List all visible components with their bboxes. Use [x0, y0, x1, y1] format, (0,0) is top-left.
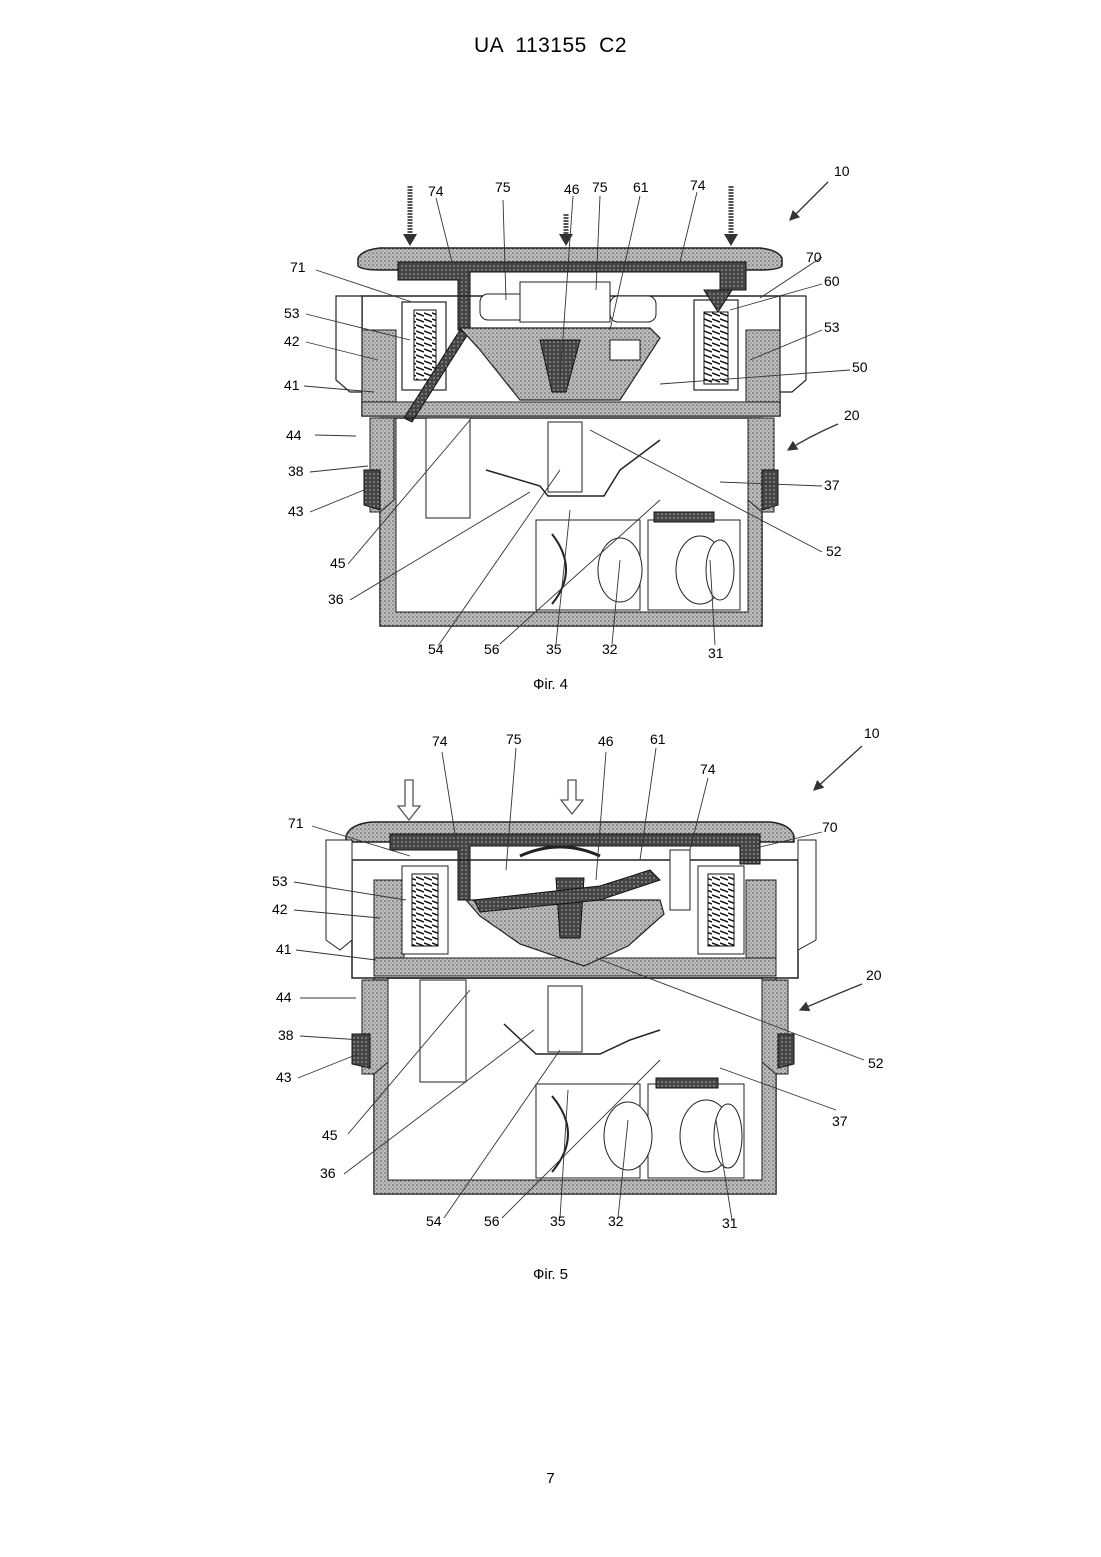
ref-52: 52 — [826, 543, 842, 559]
ref-31: 31 — [722, 1215, 738, 1231]
ref-52: 52 — [868, 1055, 884, 1071]
ref-71: 71 — [288, 815, 304, 831]
ref-41: 41 — [284, 377, 300, 393]
ref-61: 61 — [650, 731, 666, 747]
figure-5-caption: Фіг. 5 — [0, 1266, 1101, 1283]
ref-35: 35 — [546, 641, 562, 657]
ref-35: 35 — [550, 1213, 566, 1229]
figure-4: 10 74 75 46 75 61 74 71 70 60 53 53 42 5… — [0, 150, 1101, 670]
ref-61: 61 — [633, 179, 649, 195]
page-number: 7 — [0, 1470, 1101, 1487]
ref-50: 50 — [852, 359, 868, 375]
ref-74: 74 — [432, 733, 448, 749]
ref-31: 31 — [708, 645, 724, 661]
ref-56: 56 — [484, 641, 500, 657]
ref-38: 38 — [288, 463, 304, 479]
ref-41: 41 — [276, 941, 292, 957]
ref-43: 43 — [276, 1069, 292, 1085]
figure-5-drawing: 10 74 75 46 61 74 71 70 53 42 41 20 44 3… — [0, 718, 1101, 1238]
patent-number-header: UA 113155 C2 — [0, 34, 1101, 58]
ref-38: 38 — [278, 1027, 294, 1043]
ref-45: 45 — [322, 1127, 338, 1143]
ref-56: 56 — [484, 1213, 500, 1229]
ref-32: 32 — [602, 641, 618, 657]
ref-10: 10 — [864, 725, 880, 741]
ref-54: 54 — [428, 641, 444, 657]
ref-43: 43 — [288, 503, 304, 519]
ref-20: 20 — [866, 967, 882, 983]
figure-4-drawing: 10 74 75 46 75 61 74 71 70 60 53 53 42 5… — [0, 150, 1101, 670]
ref-10: 10 — [834, 163, 850, 179]
ref-53: 53 — [284, 305, 300, 321]
ref-60: 60 — [824, 273, 840, 289]
figure-4-caption: Фіг. 4 — [0, 676, 1101, 693]
ref-70: 70 — [822, 819, 838, 835]
ref-37: 37 — [832, 1113, 848, 1129]
force-arrows — [398, 780, 583, 820]
ref-74: 74 — [690, 177, 706, 193]
ref-37: 37 — [824, 477, 840, 493]
figure-5: 10 74 75 46 61 74 71 70 53 42 41 20 44 3… — [0, 718, 1101, 1238]
ref-32: 32 — [608, 1213, 624, 1229]
ref-71: 71 — [290, 259, 306, 275]
ref-70: 70 — [806, 249, 822, 265]
ref-42: 42 — [272, 901, 288, 917]
ref-74: 74 — [428, 183, 444, 199]
ref-53: 53 — [824, 319, 840, 335]
ref-36: 36 — [328, 591, 344, 607]
ref-75: 75 — [592, 179, 608, 195]
ref-53: 53 — [272, 873, 288, 889]
ref-45: 45 — [330, 555, 346, 571]
ref-46: 46 — [564, 181, 580, 197]
ref-20: 20 — [844, 407, 860, 423]
ref-46: 46 — [598, 733, 614, 749]
ref-75: 75 — [495, 179, 511, 195]
ref-54: 54 — [426, 1213, 442, 1229]
ref-75: 75 — [506, 731, 522, 747]
ref-74: 74 — [700, 761, 716, 777]
ref-44: 44 — [276, 989, 292, 1005]
ref-44: 44 — [286, 427, 302, 443]
ref-42: 42 — [284, 333, 300, 349]
ref-36: 36 — [320, 1165, 336, 1181]
